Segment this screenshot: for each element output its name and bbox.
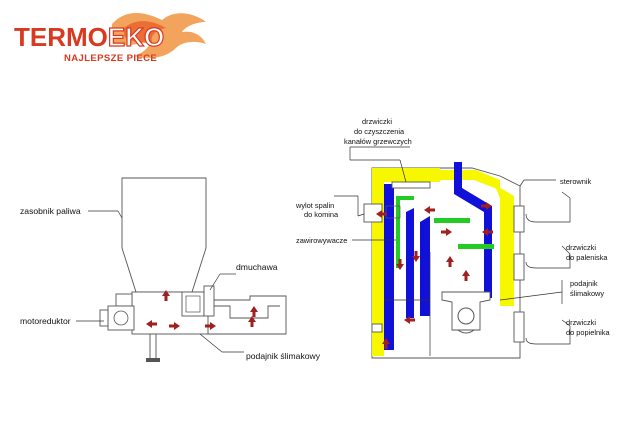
baffle-lower	[458, 244, 494, 249]
logo-tagline: NAJLEPSZE PIECE	[64, 53, 157, 64]
heat-exchanger-2	[420, 216, 430, 316]
flow-arrow	[382, 338, 390, 349]
label-screw-feeder: podajnik ślimakowy	[246, 351, 321, 361]
feeder-leg	[149, 333, 157, 361]
label-controller: sterownik	[560, 177, 592, 186]
label-ash-door: drzwiczki do popielnika	[566, 318, 610, 337]
controller-door	[513, 205, 525, 233]
top-cleaning-hatch	[391, 181, 431, 189]
swirler-baffle	[396, 196, 414, 268]
flow-arrow	[481, 202, 492, 210]
flow-arrow	[441, 228, 452, 236]
label-motor-reducer: motoreduktor	[20, 316, 71, 326]
logo-wordmark: TERMOEKO	[14, 22, 164, 52]
label-cleaning-door: drzwiczki do czyszczenia kanałów grzewcz…	[344, 117, 412, 146]
flow-arrow	[169, 322, 180, 330]
svg-text:wylot spalin: wylot spalin	[295, 201, 334, 210]
flow-arrow	[396, 259, 404, 270]
flow-arrow	[482, 228, 493, 236]
water-jacket-right	[454, 162, 492, 298]
svg-text:do czyszczenia: do czyszczenia	[354, 127, 405, 136]
svg-text:podajnik: podajnik	[570, 279, 598, 288]
flow-arrow	[404, 316, 415, 324]
logo: TERMOEKO NAJLEPSZE PIECE	[14, 12, 206, 64]
label-fuel-hopper: zasobnik paliwa	[20, 206, 81, 216]
flow-arrow	[162, 290, 170, 301]
svg-text:ślimakowy: ślimakowy	[570, 289, 604, 298]
flow-arrow	[146, 320, 157, 328]
feeder-assembly	[99, 177, 287, 362]
motor-housing	[115, 293, 133, 307]
baffle-upper	[434, 218, 470, 223]
flow-arrow	[424, 206, 435, 214]
furnace-door	[513, 253, 525, 281]
svg-text:do popielnika: do popielnika	[566, 328, 610, 337]
flow-arrow	[446, 256, 454, 267]
flow-arrow	[462, 270, 470, 281]
motor-reducer	[107, 305, 135, 331]
svg-text:drzwiczki: drzwiczki	[566, 243, 596, 252]
label-blower: dmuchawa	[236, 262, 278, 272]
label-boiler-screw-feeder: podajnik ślimakowy	[570, 279, 604, 298]
ash-door	[513, 311, 525, 343]
flow-arrow	[250, 306, 258, 317]
fuel-hopper	[121, 177, 207, 293]
boiler-casing	[371, 167, 521, 359]
svg-text:kanałów grzewczych: kanałów grzewczych	[344, 137, 412, 146]
flame-icon	[112, 12, 206, 58]
boiler-flow-arrows	[376, 202, 493, 349]
label-swirlers: zawirowywacze	[296, 236, 347, 245]
boiler-section	[363, 162, 525, 359]
feeder-channel	[208, 295, 287, 335]
flow-arrow	[248, 316, 256, 327]
svg-text:do paleniska: do paleniska	[566, 253, 608, 262]
flow-arrow	[205, 322, 216, 330]
insulation-top	[384, 168, 440, 182]
water-jacket-left	[384, 184, 394, 350]
feeder-flow-arrows	[146, 290, 258, 330]
heat-exchanger-1	[406, 208, 414, 318]
svg-text:do komina: do komina	[304, 210, 339, 219]
label-furnace-door: drzwiczki do paleniska	[566, 243, 608, 262]
burner	[441, 291, 491, 331]
flow-arrow	[412, 251, 420, 262]
insulation-right	[494, 184, 514, 306]
blower-housing	[181, 291, 205, 317]
label-flue-outlet: wylot spalin do komina	[295, 201, 339, 219]
svg-text:drzwiczki: drzwiczki	[362, 117, 392, 126]
flow-arrow	[376, 210, 387, 218]
svg-text:drzwiczki: drzwiczki	[566, 318, 596, 327]
